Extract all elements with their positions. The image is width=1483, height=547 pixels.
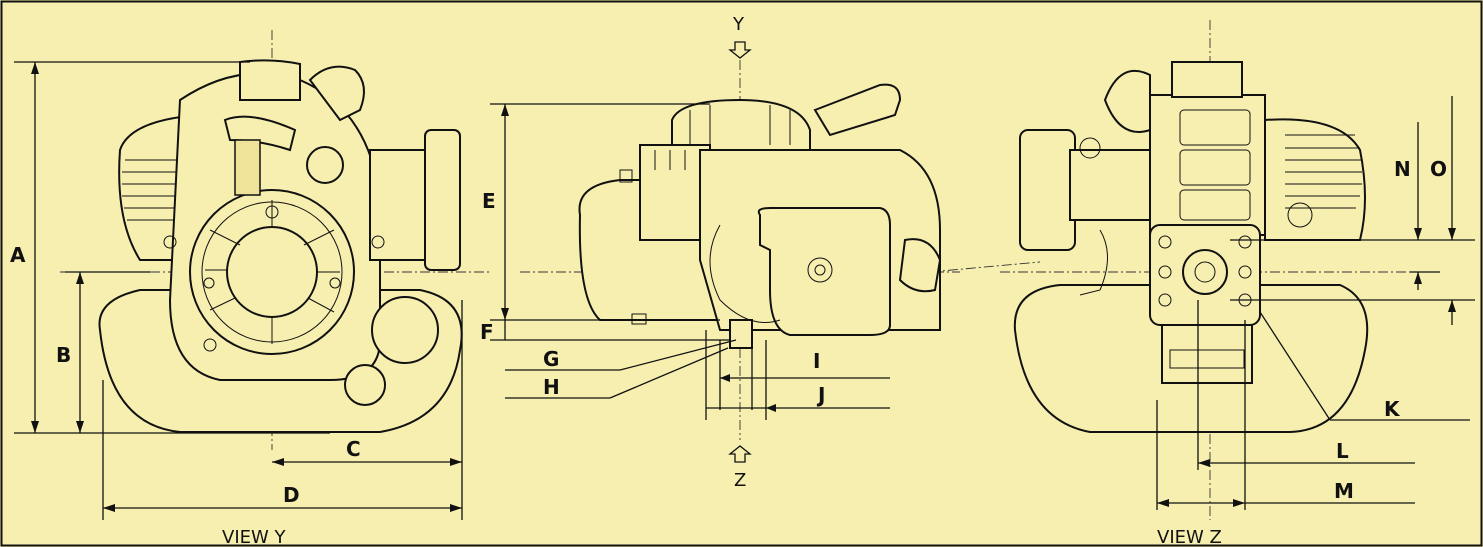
dim-label-o: O: [1430, 157, 1447, 181]
view-y-engine: [60, 30, 490, 450]
view-z-caption: VIEW Z: [1157, 527, 1222, 547]
side-view-engine: [520, 60, 1041, 440]
dim-label-n: N: [1394, 157, 1411, 181]
dim-label-a: A: [10, 243, 26, 267]
dim-label-h: H: [543, 375, 560, 399]
dim-label-d: D: [283, 483, 300, 507]
view-z-engine: [1000, 20, 1420, 520]
dim-label-j: J: [816, 383, 825, 407]
dim-label-l: L: [1336, 439, 1349, 463]
dim-label-k: K: [1384, 397, 1401, 421]
view-y-arrow: [728, 41, 752, 59]
view-z-dimensions: [1156, 96, 1475, 510]
arrow-label-z: Z: [734, 470, 746, 491]
dim-label-i: I: [813, 349, 820, 373]
dim-label-c: C: [346, 437, 361, 461]
dim-label-f: F: [480, 320, 494, 344]
side-view-dimensions: [490, 103, 890, 420]
view-y-caption: VIEW Y: [222, 527, 287, 547]
arrow-label-y: Y: [732, 14, 745, 35]
dim-label-g: G: [543, 347, 559, 371]
dim-label-m: M: [1334, 479, 1354, 503]
view-y-dimensions: [14, 61, 463, 520]
view-z-arrow: [728, 445, 752, 463]
dim-label-b: B: [56, 343, 71, 367]
dim-label-e: E: [482, 189, 496, 213]
